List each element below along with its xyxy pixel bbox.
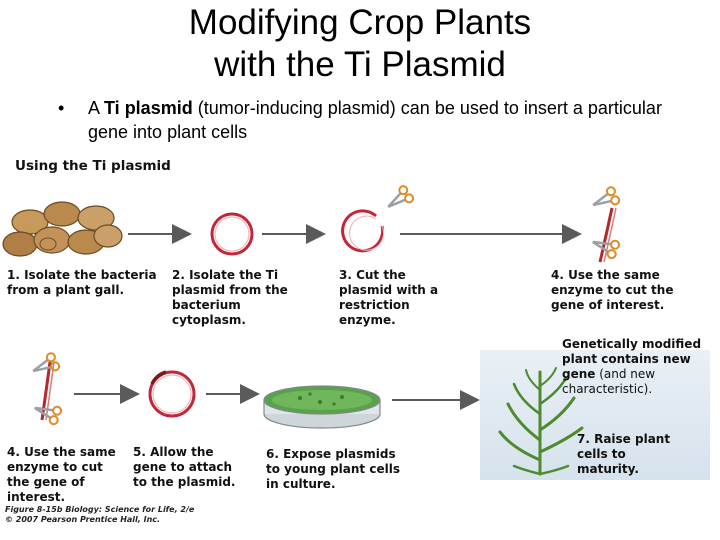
recombinant-plasmid-icon <box>148 370 196 418</box>
slide-title: Modifying Crop Plants with the Ti Plasmi… <box>0 2 720 86</box>
bullet-text: A Ti plasmid (tumor-inducing plasmid) ca… <box>88 96 698 144</box>
bullet-marker: • <box>58 98 65 118</box>
title-line-1: Modifying Crop Plants <box>188 3 532 42</box>
result-caption-rest: (and new characteristic). <box>562 367 656 396</box>
bullet-prefix: A <box>88 98 105 118</box>
scissors-icon <box>592 239 621 260</box>
figure-credit: Figure 8-15b Biology: Science for Life, … <box>5 505 195 524</box>
scissors-icon <box>387 185 415 209</box>
step-4b-label: 4. Use the same enzyme to cut the gene o… <box>7 445 116 504</box>
plant-backdrop <box>480 350 710 480</box>
ti-plasmid-icon <box>210 212 254 256</box>
cut-plasmid-icon <box>341 209 385 253</box>
step-4a-label: 4. Use the same enzyme to cut the gene o… <box>551 268 674 312</box>
petri-dish-icon <box>263 385 381 429</box>
scissors-icon <box>592 186 621 207</box>
step-7-label: 7. Raise plant cells to maturity. <box>577 432 671 476</box>
gene-of-interest-icon <box>598 207 617 263</box>
result-caption-bold: Genetically modified plant contains new … <box>562 337 702 381</box>
step-3-label: 3. Cut the plasmid with a restriction en… <box>339 268 439 327</box>
figure-heading: Using the Ti plasmid <box>15 158 171 174</box>
title-line-2: with the Ti Plasmid <box>214 45 506 84</box>
step-6-label: 6. Expose plasmids to young plant cells … <box>266 447 400 491</box>
result-caption: Genetically modified plant contains new … <box>562 337 701 397</box>
scissors-icon <box>32 352 61 373</box>
step-2-label: 2. Isolate the Ti plasmid from the bacte… <box>172 268 288 327</box>
corn-plant-icon <box>498 367 584 476</box>
bullet-bold-term: Ti plasmid <box>104 98 193 118</box>
scissors-icon <box>34 405 63 426</box>
bullet-rest: (tumor-inducing plasmid) can be used to … <box>88 98 662 142</box>
bacteria-cluster-icon <box>2 201 123 257</box>
step-5-label: 5. Allow the gene to attach to the plasm… <box>133 445 236 489</box>
step-1-label: 1. Isolate the bacteria from a plant gal… <box>7 268 157 297</box>
